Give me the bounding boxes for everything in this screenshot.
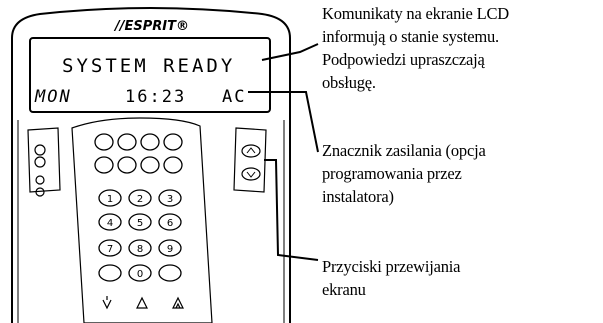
left-side-panel (27, 127, 61, 193)
number-key[interactable] (98, 264, 122, 282)
key-label: 7 (107, 244, 113, 255)
arrow-up-icon (246, 147, 256, 154)
keypad-body-inner-edge (17, 120, 285, 323)
callout-scroll-buttons: Przyciski przewijania ekranu (322, 255, 460, 301)
lcd-time: 16:23 (125, 87, 186, 107)
scroll-up-button[interactable] (241, 144, 261, 158)
key-label: 2 (137, 194, 143, 205)
status-led-icon (34, 144, 46, 156)
function-key[interactable] (117, 133, 137, 151)
lcd-screen (29, 37, 271, 113)
function-key[interactable] (117, 156, 137, 174)
number-key[interactable]: 1 (98, 189, 122, 207)
callout-line: programowania przez (322, 164, 462, 183)
function-key[interactable] (163, 133, 183, 151)
leader-line-power (248, 91, 319, 153)
callout-line: Komunikaty na ekranie LCD (322, 4, 509, 23)
person-icon (102, 296, 112, 310)
right-side-panel (233, 127, 267, 193)
callout-line: ekranu (322, 280, 366, 299)
number-key[interactable]: 7 (98, 239, 122, 257)
function-key[interactable] (163, 156, 183, 174)
status-led-icon (35, 187, 45, 197)
callout-line: instalatora) (322, 187, 394, 206)
function-key[interactable] (140, 133, 160, 151)
key-label: 5 (137, 218, 143, 229)
key-label: 9 (167, 244, 173, 255)
lcd-day: MON (34, 87, 72, 107)
key-label: 4 (107, 218, 113, 229)
key-label: 6 (167, 218, 173, 229)
medical-icon (136, 296, 148, 309)
callout-line: informują o stanie systemu. (322, 27, 499, 46)
key-label: 1 (107, 194, 113, 205)
function-key[interactable] (140, 156, 160, 174)
status-led-icon (35, 175, 45, 185)
number-key[interactable]: 3 (158, 189, 182, 207)
lcd-line-1: SYSTEM READY (62, 55, 235, 77)
callout-lcd-messages: Komunikaty na ekranie LCD informują o st… (322, 2, 509, 94)
callout-line: Przyciski przewijania (322, 257, 461, 276)
key-label: 8 (137, 244, 143, 255)
key-label: 3 (167, 194, 173, 205)
number-key[interactable]: 6 (158, 213, 182, 231)
number-key[interactable]: 8 (128, 239, 152, 257)
panic-key-icons (102, 296, 184, 310)
number-key[interactable]: 4 (98, 213, 122, 231)
number-key[interactable]: 5 (128, 213, 152, 231)
central-key-panel (71, 117, 213, 323)
status-led-icon (34, 156, 46, 168)
number-key[interactable]: 0 (128, 264, 152, 282)
function-key[interactable] (94, 133, 114, 151)
number-key[interactable]: 2 (128, 189, 152, 207)
callout-line: Podpowiedzi upraszczają (322, 50, 485, 69)
brand-logo: //ESPRIT® (113, 19, 189, 34)
keys-group: 1 2 3 4 5 6 7 8 9 0 (94, 133, 183, 282)
function-key[interactable] (94, 156, 114, 174)
callout-line: Znacznik zasilania (opcja (322, 141, 486, 160)
number-key[interactable] (158, 264, 182, 282)
leader-line-scroll (264, 159, 319, 261)
leader-line-lcd (261, 43, 319, 61)
callout-power-indicator: Znacznik zasilania (opcja programowania … (322, 139, 486, 208)
lcd-power-indicator: AC (222, 87, 246, 107)
number-key[interactable]: 9 (158, 239, 182, 257)
fire-icon (172, 296, 184, 309)
scroll-down-button[interactable] (241, 167, 261, 181)
callout-line: obsługę. (322, 73, 376, 92)
arrow-down-icon (246, 171, 256, 178)
key-label: 0 (137, 269, 143, 280)
